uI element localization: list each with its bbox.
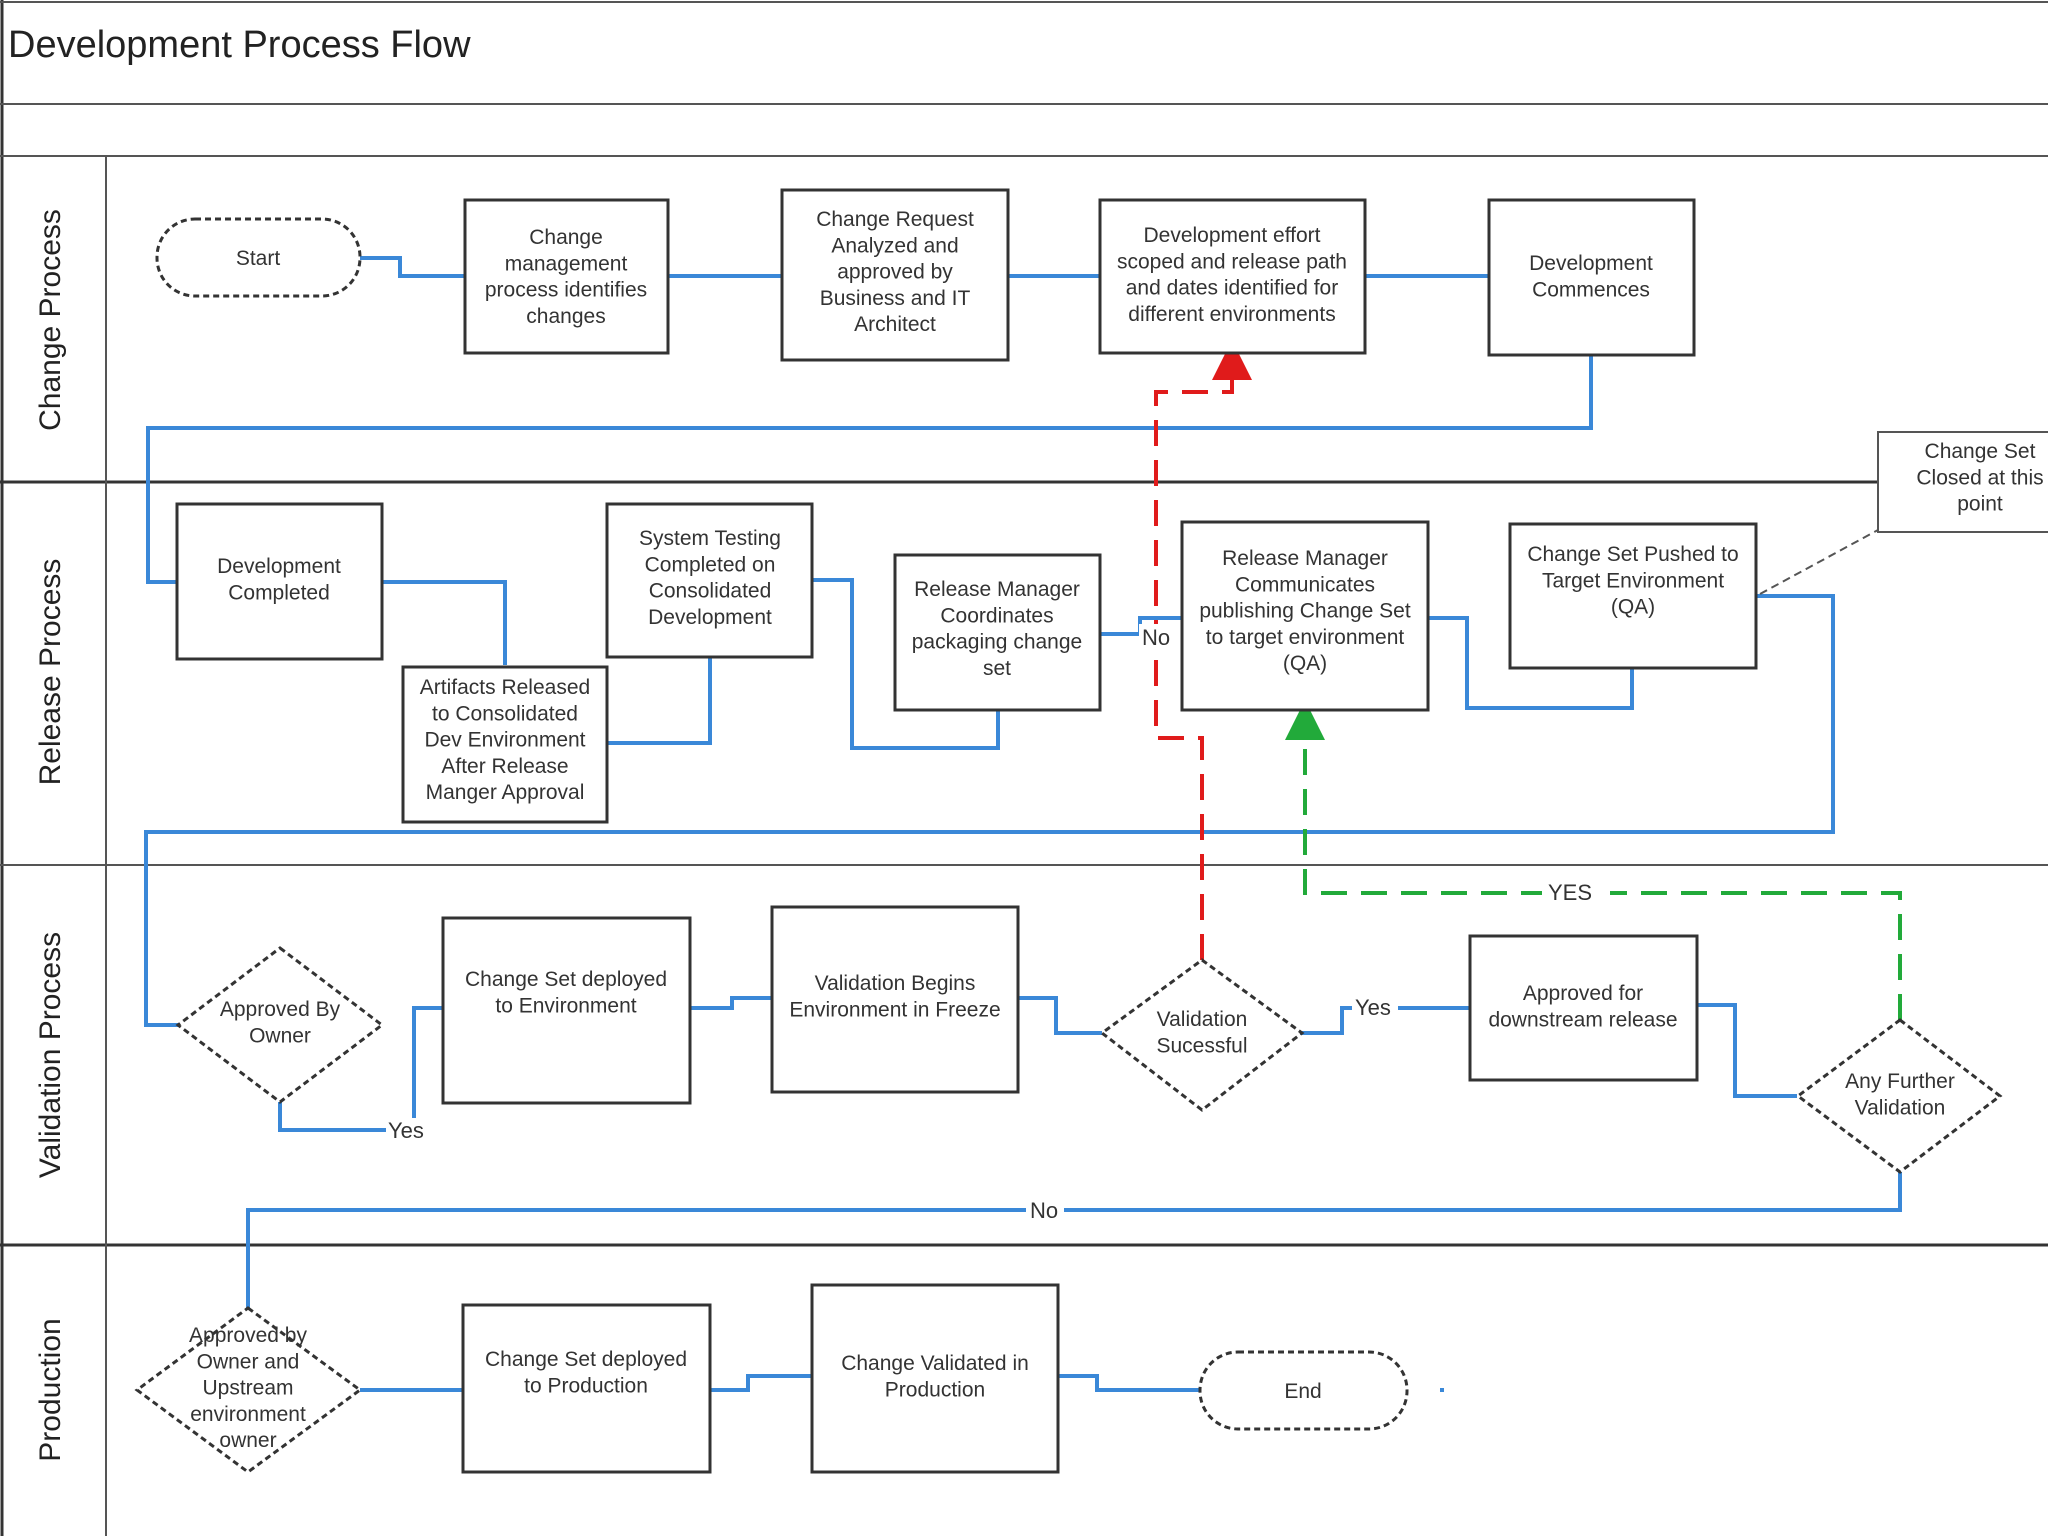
lane-label-change: Change Process bbox=[34, 209, 67, 431]
node-approved-downstream bbox=[1468, 934, 1699, 1082]
edge-label-yes-owner: Yes bbox=[388, 1118, 424, 1143]
node-dev-effort bbox=[1098, 198, 1367, 355]
node-artifacts-released bbox=[401, 665, 609, 824]
edge-label-yes-further: YES bbox=[1548, 880, 1592, 905]
node-dev-completed bbox=[175, 502, 384, 661]
node-rm-coordinates bbox=[893, 553, 1102, 712]
decision-any-further-validation bbox=[1795, 1018, 2003, 1174]
node-dev-commences bbox=[1487, 198, 1696, 357]
edge-label-no-validation: No bbox=[1142, 625, 1170, 650]
end-label: End bbox=[1284, 1380, 1321, 1403]
lane-label-production: Production bbox=[34, 1318, 67, 1461]
note-change-set-closed bbox=[1877, 431, 2048, 533]
end-terminator bbox=[1198, 1350, 1409, 1431]
node-rm-communicates bbox=[1180, 520, 1430, 712]
node-change-validated-prod bbox=[810, 1283, 1060, 1474]
start-label: Start bbox=[236, 247, 281, 270]
note-leader bbox=[1759, 529, 1879, 595]
node-cs-deployed-prod bbox=[461, 1303, 712, 1474]
edge-label-yes-validation: Yes bbox=[1355, 995, 1391, 1020]
lane-label-release: Release Process bbox=[34, 559, 67, 786]
decision-approved-upstream bbox=[134, 1306, 363, 1474]
lane-label-validation: Validation Process bbox=[34, 932, 67, 1178]
node-validation-begins bbox=[770, 905, 1020, 1094]
connectors bbox=[144, 256, 1902, 1392]
edge-label-no-further: No bbox=[1030, 1198, 1058, 1223]
edge-labels: Yes Yes No YES No bbox=[386, 624, 1610, 1223]
rework-path bbox=[1154, 340, 1252, 960]
start-terminator bbox=[155, 217, 362, 298]
page-title: Development Process Flow bbox=[8, 24, 471, 66]
decision-validation-success bbox=[1099, 958, 1305, 1112]
lane-labels: Change Process Release Process Validatio… bbox=[34, 209, 67, 1462]
node-system-testing bbox=[605, 502, 814, 659]
node-cm-identifies bbox=[463, 198, 670, 355]
node-cs-pushed bbox=[1508, 522, 1758, 670]
node-cs-deployed-env bbox=[441, 916, 692, 1105]
node-cr-analyzed bbox=[780, 188, 1010, 362]
decision-approved-by-owner bbox=[175, 946, 385, 1104]
